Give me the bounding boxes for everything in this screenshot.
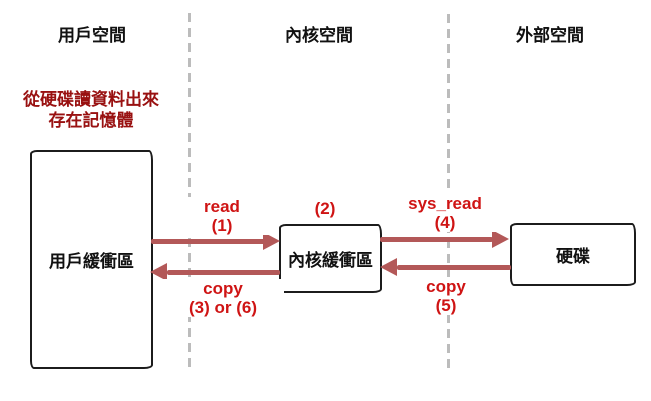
divider-kernel-external <box>447 14 450 371</box>
user-buffer-label: 用戶緩衝區 <box>49 252 134 271</box>
step-3-or-6-label: (3) or (6) <box>189 298 257 317</box>
step-2-label: (2) <box>314 199 336 218</box>
annotation-line-1: 從硬碟讀資料出來 <box>23 90 159 109</box>
copy-return-edge-label: copy (3) or (6) <box>162 279 284 317</box>
step-5-label: (5) <box>435 296 457 315</box>
user-buffer-box: 用戶緩衝區 <box>30 150 153 369</box>
annotation-line-2: 存在記憶體 <box>48 111 134 130</box>
disk-box: 硬碟 <box>510 223 636 286</box>
step-1-label: (1) <box>211 216 233 235</box>
step-2-edge-label: (2) <box>275 199 375 218</box>
disk-label: 硬碟 <box>556 247 590 266</box>
sys-read-edge-label: sys_read (4) <box>390 194 500 232</box>
read-edge-label: read (1) <box>167 197 277 235</box>
sys-read-label: sys_read <box>408 194 482 213</box>
divider-user-kernel <box>188 13 191 373</box>
column-header-external-space: 外部空間 <box>516 26 584 45</box>
kernel-buffer-label: 內核緩衝區 <box>288 251 373 270</box>
copy-disk-label: copy <box>426 277 466 296</box>
column-header-kernel-space: 內核空間 <box>285 26 353 45</box>
copy-disk-edge-label: copy (5) <box>391 277 501 315</box>
copy-return-label: copy <box>203 279 243 298</box>
step-4-label: (4) <box>434 213 456 232</box>
read-label: read <box>204 197 240 216</box>
column-header-user-space: 用戶空間 <box>58 26 126 45</box>
kernel-buffer-box: 內核緩衝區 <box>279 224 382 293</box>
annotation-note: 從硬碟讀資料出來 存在記憶體 <box>0 89 182 131</box>
